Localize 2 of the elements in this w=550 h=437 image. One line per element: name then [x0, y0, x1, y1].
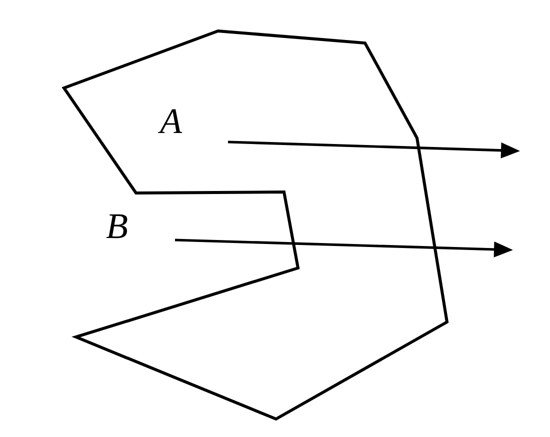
point-label: A	[160, 103, 182, 139]
point-label: B	[106, 208, 128, 244]
